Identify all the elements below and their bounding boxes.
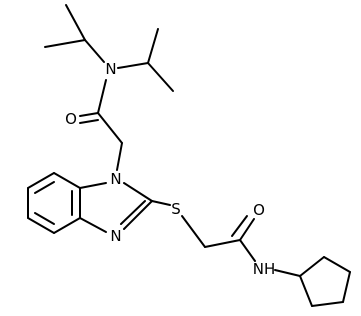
bond xyxy=(79,182,107,189)
bond xyxy=(274,269,301,277)
bond xyxy=(151,200,171,206)
bond xyxy=(323,256,351,273)
bond xyxy=(79,217,107,233)
bond xyxy=(147,62,174,92)
bond xyxy=(79,119,99,124)
atom-labels: N O N N S O NH xyxy=(65,60,275,278)
bond xyxy=(299,256,325,277)
bond xyxy=(231,215,248,237)
atom-label-n3-benzimidazole: N xyxy=(110,227,121,245)
bond xyxy=(27,217,55,234)
bond xyxy=(116,142,123,171)
bond xyxy=(53,217,81,234)
bond xyxy=(65,4,86,41)
bond xyxy=(44,39,86,48)
bond xyxy=(239,218,255,241)
bond xyxy=(120,200,146,225)
bond xyxy=(97,112,123,144)
bond xyxy=(299,275,313,307)
bond xyxy=(97,79,107,114)
atom-label-n1-benzimidazole: N xyxy=(110,170,121,188)
bond xyxy=(239,239,256,262)
bond xyxy=(117,62,149,69)
bond xyxy=(181,215,206,248)
bond xyxy=(27,172,55,189)
bond xyxy=(123,182,153,202)
atom-label-o-amide-top: O xyxy=(65,110,77,128)
bond xyxy=(79,112,99,117)
bond xyxy=(147,28,159,64)
atom-label-s-thioether: S xyxy=(171,200,181,218)
bond xyxy=(123,200,153,230)
bond xyxy=(84,39,105,63)
bond xyxy=(34,212,55,225)
atom-label-n-amide-top: N xyxy=(105,60,116,78)
atom-label-o-amide-bottom: O xyxy=(253,201,265,219)
bond xyxy=(34,181,55,194)
bond xyxy=(311,301,344,307)
bonds xyxy=(27,4,351,307)
atom-label-nh-amide-bottom: NH xyxy=(253,260,276,278)
bond xyxy=(53,172,81,189)
bond xyxy=(204,239,241,248)
bond xyxy=(342,271,351,303)
